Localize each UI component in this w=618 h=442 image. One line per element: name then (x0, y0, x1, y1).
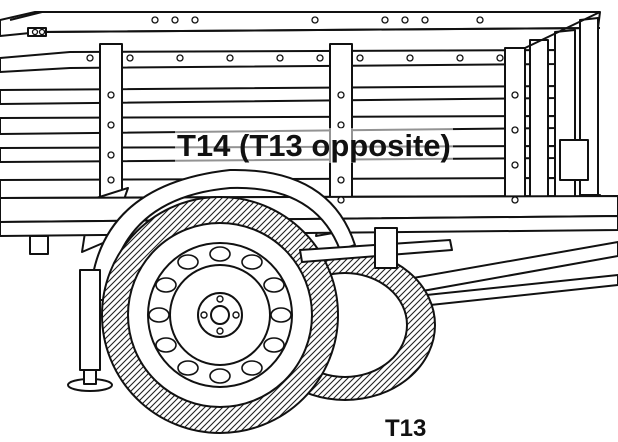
jack-stand (67, 269, 113, 392)
fender (89, 168, 356, 301)
bolt-holes (31, 16, 519, 204)
front-wheel (101, 196, 339, 434)
wheel-holes (148, 246, 292, 384)
leaf-spring (299, 227, 453, 269)
part-label-t13: T13 (385, 415, 427, 442)
part-label-t14: T14 (T13 opposite) (175, 128, 453, 163)
lug-nuts (200, 295, 240, 335)
top-rail (0, 11, 601, 37)
